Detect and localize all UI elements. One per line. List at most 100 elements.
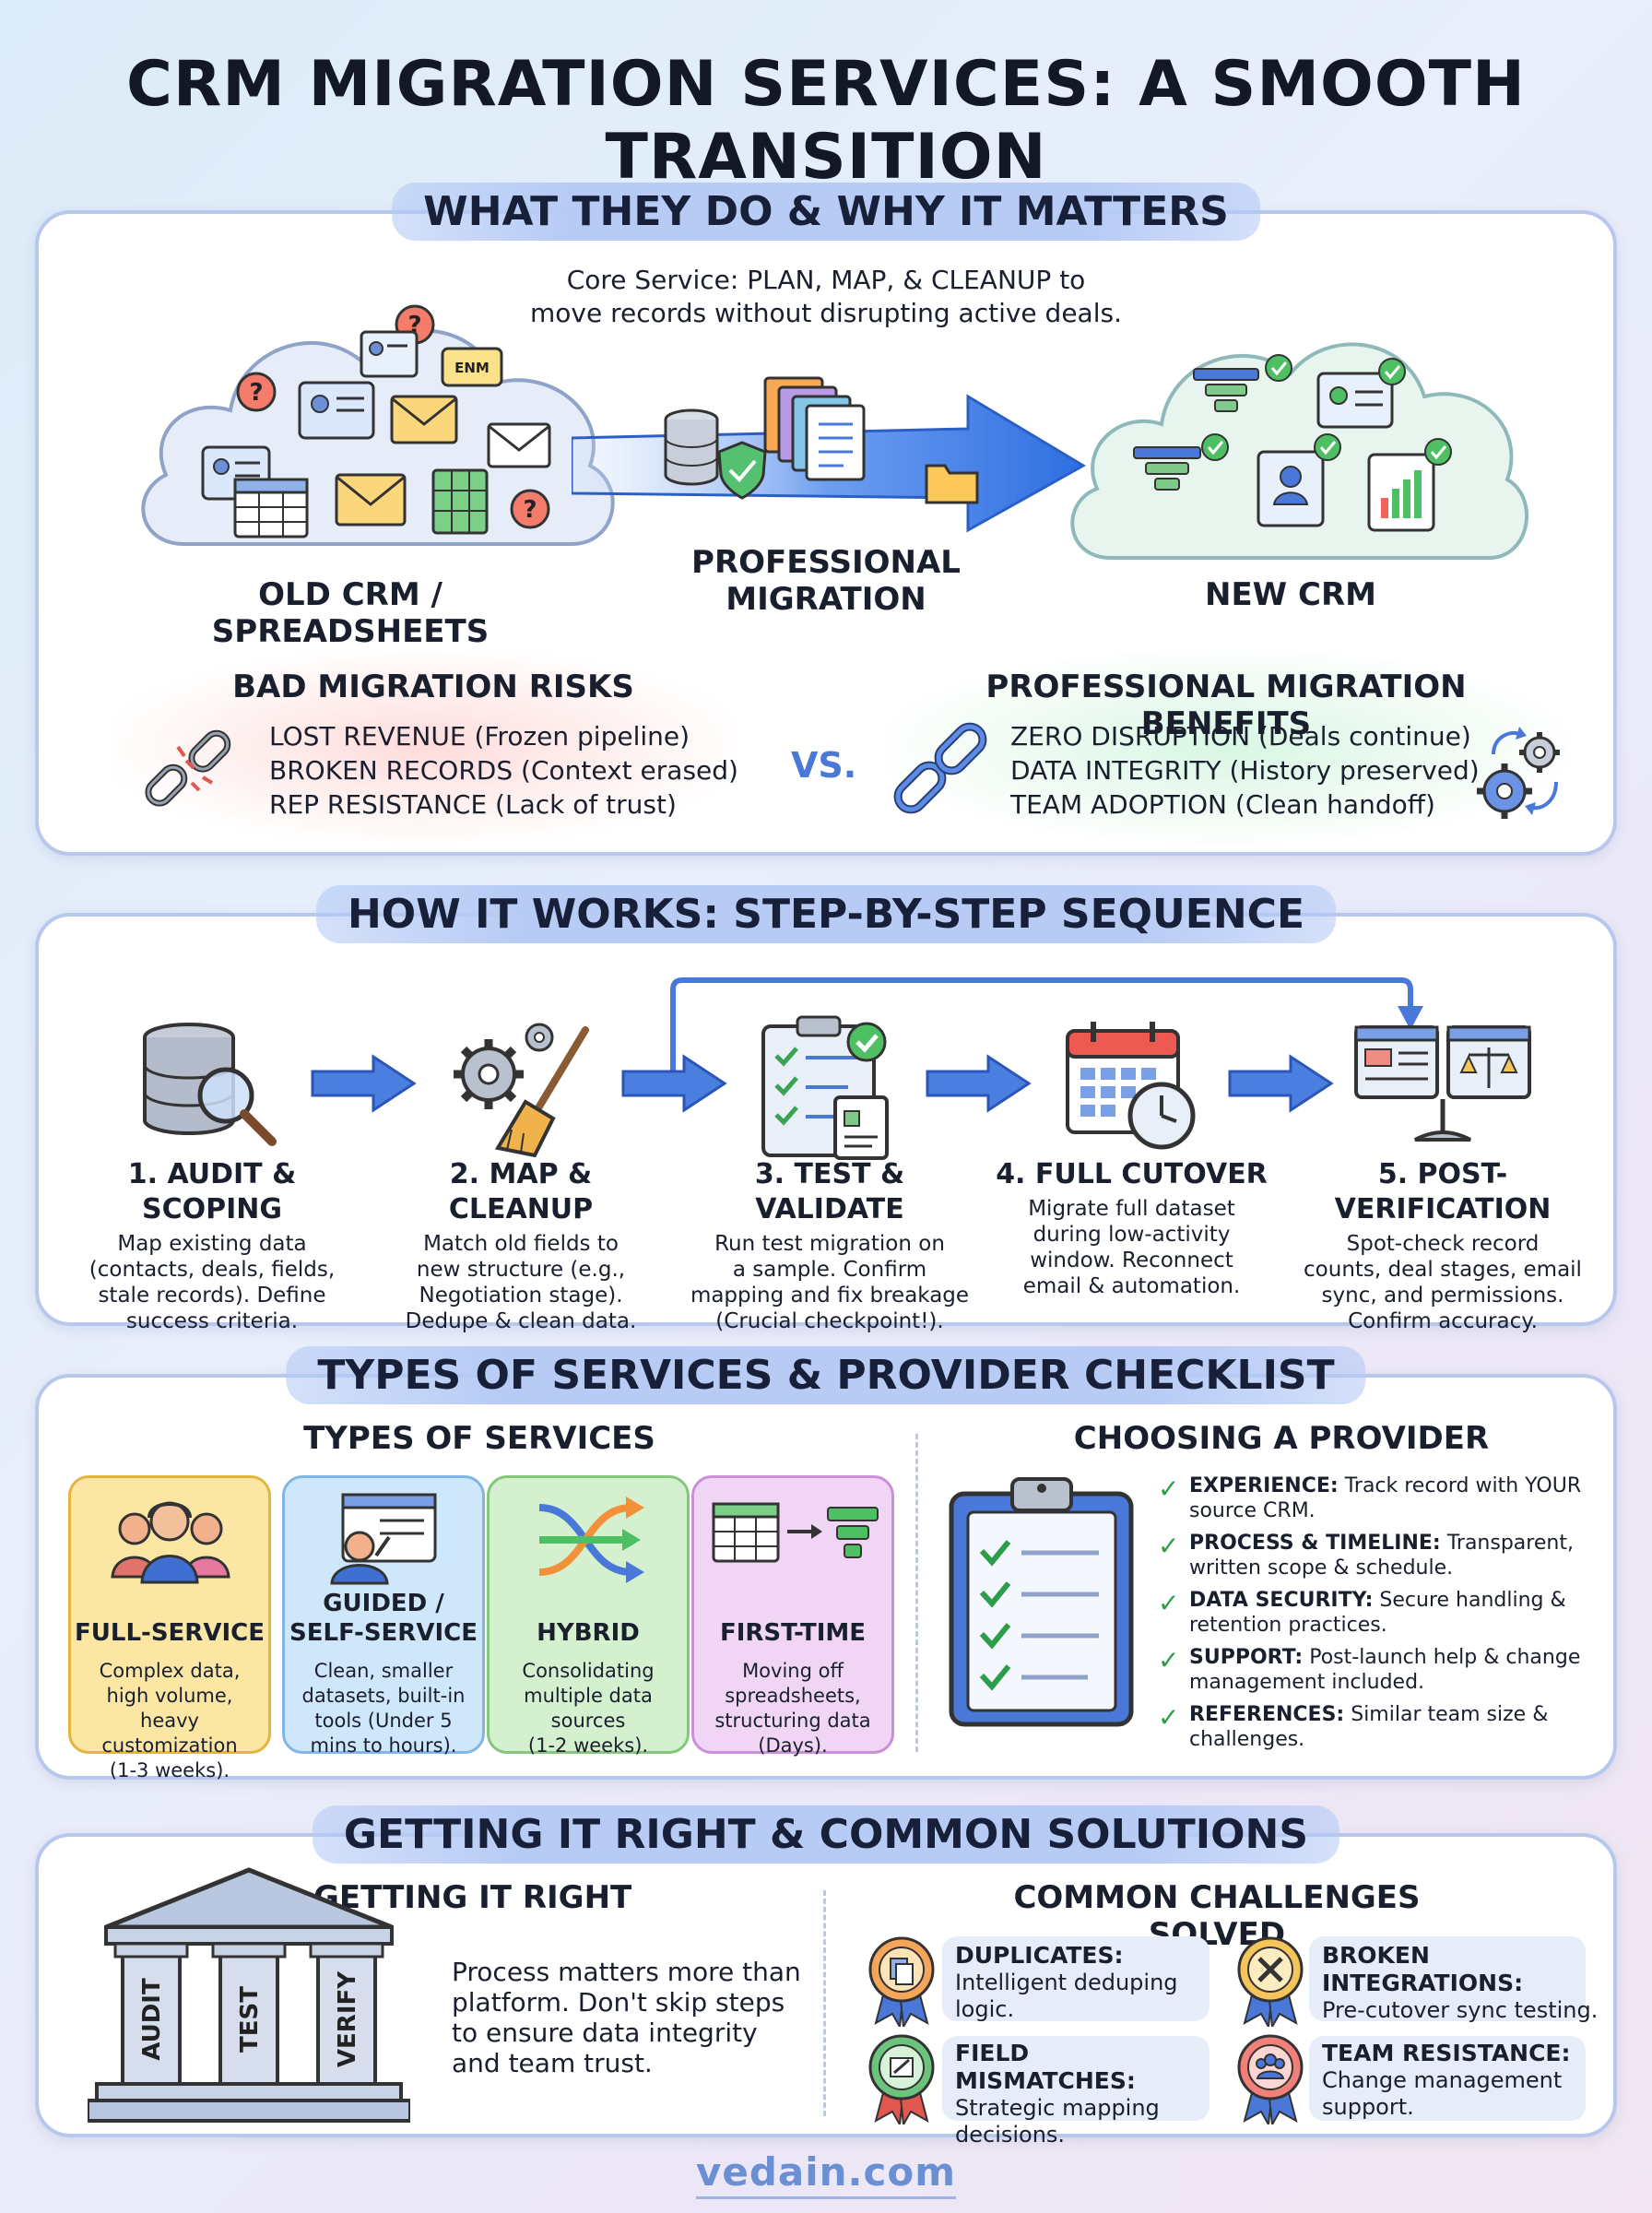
risks-list: LOST REVENUE (Frozen pipeline) BROKEN RE… <box>269 719 749 822</box>
database-search-icon <box>143 1023 277 1146</box>
old-crm-label: OLD CRM / SPREADSHEETS <box>211 576 490 650</box>
checklist-clipboard-icon <box>761 1015 889 1160</box>
database-icon <box>664 408 719 486</box>
new-crm-cloud-illustration <box>1070 342 1528 560</box>
document-stack-icon <box>763 376 866 481</box>
benefits-title: PROFESSIONAL MIGRATION BENEFITS <box>985 669 1467 742</box>
step-description: Spot-check record counts, deal stages, e… <box>1304 1232 1582 1333</box>
step-arrow-icon <box>311 1054 417 1113</box>
step-arrow-icon <box>926 1054 1032 1113</box>
step-3: 3. TEST & VALIDATE Run test migration on… <box>678 1157 982 1334</box>
feedback-loop-arrow <box>670 977 1423 1079</box>
checkmark-icon: ✓ <box>1158 1702 1180 1733</box>
challenge-field-mismatches: FIELD MISMATCHES: Strategic mapping deci… <box>955 2040 1160 2148</box>
migration-arrow-illustration <box>572 376 1086 533</box>
duplicate-badge-icon <box>868 1936 935 2027</box>
contact-card-icon <box>298 381 375 440</box>
versus-label: VS. <box>791 745 857 786</box>
step-title: 4. FULL CUTOVER <box>996 1158 1268 1190</box>
checklist-item-references: ✓ REFERENCES: Similar team size &challen… <box>1158 1702 1549 1751</box>
card-title: FULL-SERVICE <box>75 1619 265 1647</box>
risks-title: BAD MIGRATION RISKS <box>232 669 634 705</box>
svg-text:?: ? <box>523 496 537 524</box>
getting-right-title: GETTING IT RIGHT <box>313 1879 632 1916</box>
risk-item: BROKEN RECORDS (Context erased) <box>269 755 738 786</box>
page-title: CRM MIGRATION SERVICES: A SMOOTH TRANSIT… <box>126 48 1526 194</box>
envelope-icon <box>487 422 551 468</box>
step-title: 3. TEST & VALIDATE <box>754 1158 905 1225</box>
section3-divider <box>915 1434 918 1752</box>
pillar-label: VERIFY <box>334 1970 361 2067</box>
broken-link-icon <box>145 729 231 807</box>
question-icon: ? <box>510 489 550 529</box>
step-arrow-icon <box>621 1054 727 1113</box>
checklist-item-process: ✓ PROCESS & TIMELINE: Transparent,writte… <box>1158 1531 1574 1580</box>
benefit-item: ZERO DISRUPTION (Deals continue) <box>1010 721 1471 751</box>
footer-link[interactable]: vedain.com <box>0 2149 1652 2199</box>
challenge-card-bg <box>1309 1936 1586 2021</box>
integration-badge-icon <box>1237 1936 1304 2027</box>
step-1: 1. AUDIT & SCOPING Map existing data (co… <box>65 1157 360 1334</box>
challenge-duplicates: DUPLICATES: Intelligent deduping logic. <box>955 1942 1178 2022</box>
envelope-icon <box>390 395 458 444</box>
benefit-item: TEAM ADOPTION (Clean handoff) <box>1010 789 1435 820</box>
contact-card-icon <box>1316 358 1406 429</box>
benefits-glow <box>885 650 1567 844</box>
pillar-label: TEST <box>236 1986 264 2053</box>
step-description: Match old fields to new structure (e.g.,… <box>405 1232 637 1333</box>
checkmark-icon: ✓ <box>1158 1531 1180 1561</box>
card-title: GUIDED / SELF-SERVICE <box>289 1590 478 1647</box>
support-team-icon <box>111 1501 230 1584</box>
getting-right-text: Process matters more than platform. Don'… <box>452 1957 801 2078</box>
step-description: Run test migration on a sample. Confirm … <box>690 1232 970 1333</box>
challenge-card-bg <box>942 1936 1210 2021</box>
spreadsheet-icon <box>233 478 309 538</box>
step-description: Map existing data (contacts, deals, fiel… <box>88 1232 336 1333</box>
shuffle-arrows-icon <box>538 1497 644 1583</box>
service-card-hybrid: HYBRID Consolidating multiple data sourc… <box>487 1475 690 1757</box>
checklist-item-security: ✓ DATA SECURITY: Secure handling &retent… <box>1158 1588 1566 1637</box>
section4-divider <box>823 1890 826 2116</box>
svg-text:ENM: ENM <box>454 360 490 376</box>
risk-item: LOST REVENUE (Frozen pipeline) <box>269 721 690 751</box>
risk-item: REP RESISTANCE (Lack of trust) <box>269 789 677 820</box>
challenge-team-resistance: TEAM RESISTANCE: Change management suppo… <box>1322 2040 1571 2120</box>
checkmark-icon: ✓ <box>1158 1645 1180 1675</box>
screens-scales-icon <box>1354 1025 1531 1142</box>
step-title: 2. MAP & CLEANUP <box>448 1158 594 1225</box>
service-card-first-time: FIRST-TIME Moving off spreadsheets, stru… <box>691 1475 894 1757</box>
contact-card-icon <box>1257 433 1341 527</box>
enm-tag-icon: ENM <box>441 347 503 387</box>
team-badge-icon <box>1237 2034 1304 2124</box>
section2-banner: HOW IT WORKS: STEP-BY-STEP SEQUENCE <box>315 885 1337 943</box>
gears-broom-icon <box>454 1023 589 1157</box>
question-icon: ? <box>236 372 277 412</box>
step-4: 4. FULL CUTOVER Migrate full dataset dur… <box>986 1157 1277 1299</box>
step-title: 1. AUDIT & SCOPING <box>127 1158 297 1225</box>
card-description: Moving off spreadsheets, structuring dat… <box>714 1660 871 1757</box>
card-description: Complex data, high volume, heavy customi… <box>99 1660 241 1781</box>
professional-migration-label: PROFESSIONAL MIGRATION <box>691 544 961 618</box>
card-title: HYBRID <box>537 1619 640 1647</box>
section4-banner: GETTING IT RIGHT & COMMON SOLUTIONS <box>312 1805 1340 1864</box>
spreadsheet-icon <box>431 468 489 535</box>
benefit-item: DATA INTEGRITY (History preserved) <box>1010 755 1480 786</box>
new-crm-label: NEW CRM <box>1205 576 1376 613</box>
step-title: 5. POST-VERIFICATION <box>1334 1158 1552 1225</box>
section3-banner: TYPES OF SERVICES & PROVIDER CHECKLIST <box>286 1346 1366 1404</box>
pillars-temple-icon: AUDIT TEST VERIFY <box>88 1867 410 2123</box>
types-title: TYPES OF SERVICES <box>303 1420 655 1457</box>
shield-check-icon <box>717 441 767 500</box>
step-2: 2. MAP & CLEANUP Match old fields to new… <box>373 1157 668 1334</box>
risks-glow <box>111 650 738 844</box>
svg-text:?: ? <box>249 379 263 407</box>
mapping-badge-icon <box>868 2034 935 2124</box>
gears-icon <box>1477 727 1560 819</box>
chain-link-icon <box>893 722 987 814</box>
funnel-icon <box>1193 354 1292 412</box>
funnel-icon <box>1133 433 1229 491</box>
step-arrow-icon <box>1228 1054 1334 1113</box>
step-description: Migrate full dataset during low-activity… <box>1022 1197 1241 1298</box>
